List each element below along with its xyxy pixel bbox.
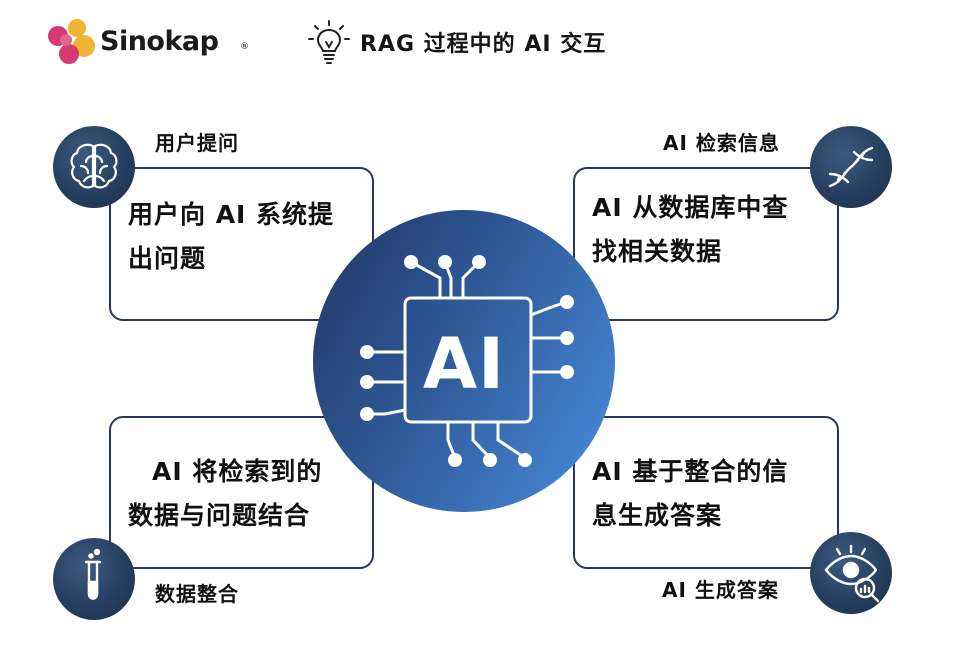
step-text-data-integration: AI 将检索到的 数据与问题结合	[128, 450, 368, 538]
step-line: AI 基于整合的信	[592, 457, 789, 486]
step-line: 出问题	[128, 244, 207, 273]
step-label-user-question: 用户提问	[155, 131, 239, 155]
step-line: 息生成答案	[592, 501, 723, 530]
brand-logo: Sinokap ®	[44, 16, 249, 70]
step-label-data-integration: 数据整合	[155, 582, 239, 606]
test-tube-icon	[53, 538, 135, 620]
ai-hub-circle: AI	[313, 210, 615, 512]
step-line: AI 从数据库中查	[592, 193, 789, 222]
step-text-ai-generate: AI 基于整合的信 息生成答案	[592, 450, 832, 538]
registered-mark: ®	[240, 42, 249, 52]
step-label-ai-retrieve: AI 检索信息	[663, 131, 780, 155]
step-line: 用户向 AI 系统提	[128, 200, 335, 229]
page-title: RAG 过程中的 AI 交互	[360, 32, 607, 57]
brand-name: Sinokap	[100, 26, 219, 57]
step-line: AI 将检索到的	[152, 457, 323, 486]
step-line: 找相关数据	[592, 237, 723, 266]
step-box-data-integration	[109, 416, 374, 569]
step-box-ai-retrieve	[573, 167, 839, 321]
brain-icon	[53, 126, 135, 208]
step-text-user-question: 用户向 AI 系统提 出问题	[128, 193, 368, 281]
ai-chip-icon	[360, 255, 574, 467]
step-line: 数据与问题结合	[128, 501, 311, 530]
ai-hub-label: AI	[422, 323, 506, 405]
dna-icon	[810, 126, 892, 208]
sinokap-logo-icon	[48, 19, 95, 64]
step-box-ai-generate	[573, 416, 839, 569]
step-text-ai-retrieve: AI 从数据库中查 找相关数据	[592, 186, 832, 274]
lightbulb-icon	[305, 18, 353, 66]
eye-magnifier-icon	[810, 532, 892, 614]
step-label-ai-generate: AI 生成答案	[662, 578, 779, 602]
